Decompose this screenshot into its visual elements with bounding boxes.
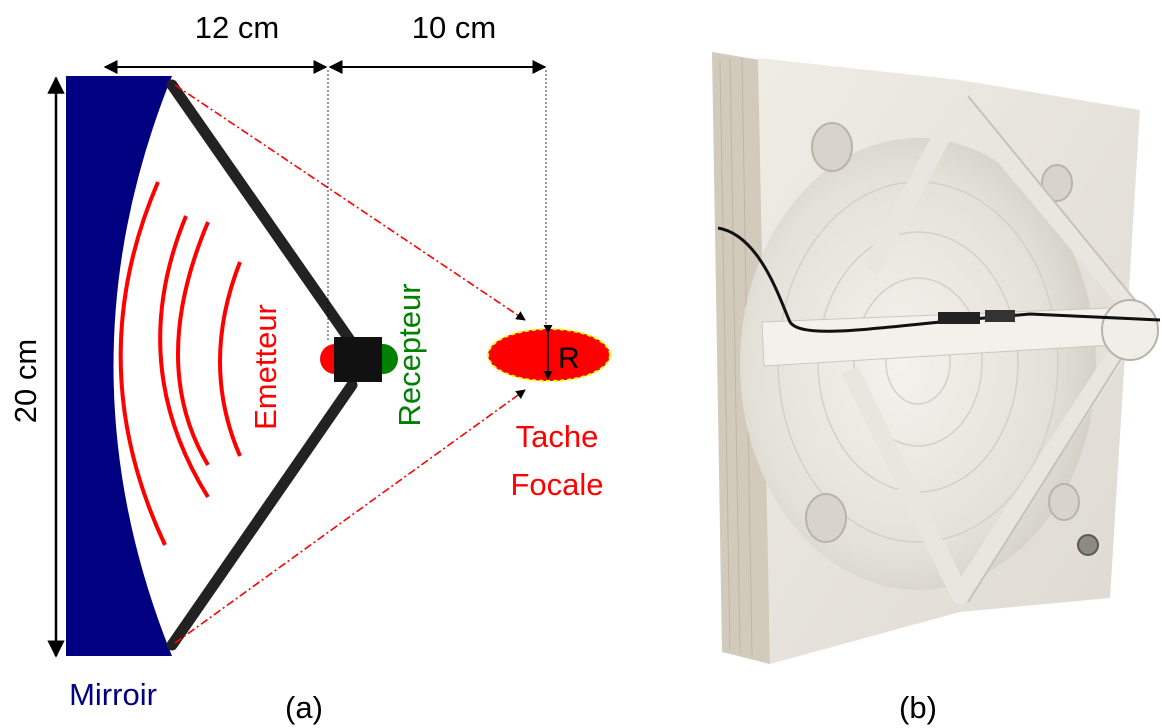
emitter-label: Emetteur xyxy=(248,304,283,430)
parabolic-dish xyxy=(740,138,1096,590)
focal-spot xyxy=(487,328,611,382)
panel-a: R 12 cm 10 cm 20 cm Emetteur Recepteur T… xyxy=(8,10,611,725)
caption-b: (b) xyxy=(899,690,937,725)
transducer-cylinder xyxy=(1101,299,1159,361)
support-arms xyxy=(166,79,358,651)
dim-label-focus-width: 10 cm xyxy=(412,10,496,45)
mirror-label: Mirroir xyxy=(69,677,157,712)
parabolic-mirror xyxy=(66,76,172,656)
dim-label-mirror-width: 12 cm xyxy=(195,10,279,45)
transducer-block xyxy=(334,337,382,382)
focal-label-line1: Tache xyxy=(516,419,599,454)
mounting-knobs xyxy=(805,122,1080,543)
screw xyxy=(1077,534,1099,556)
radius-label: R xyxy=(558,342,580,375)
focal-label-line2: Focale xyxy=(510,467,603,502)
dim-label-height: 20 cm xyxy=(8,339,43,423)
focus-rays xyxy=(174,84,526,644)
panel-b-photo: (b) xyxy=(712,52,1161,725)
caption-a: (a) xyxy=(285,690,323,725)
support-frame xyxy=(841,97,1149,604)
emitted-waves xyxy=(118,181,242,546)
receiver-label: Recepteur xyxy=(392,283,427,426)
reference-lines xyxy=(327,70,547,342)
cable-connector xyxy=(938,312,980,324)
cable xyxy=(717,226,1161,333)
